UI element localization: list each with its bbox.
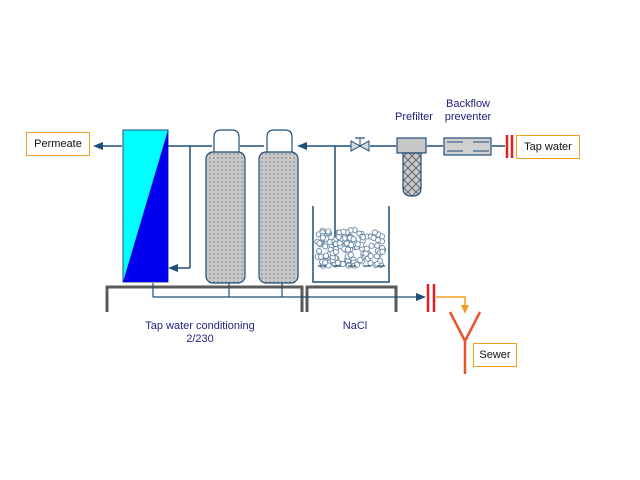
salt-pellet (315, 248, 323, 255)
salt-pellet (335, 234, 342, 241)
salt-pellet (374, 242, 381, 249)
sewer-drain-icon (448, 311, 482, 374)
salt-pellet (354, 241, 361, 248)
salt-pellet (339, 261, 347, 268)
sewer-flow (436, 296, 469, 314)
salt-pellet (362, 250, 369, 257)
flow-arrow-icon (93, 142, 103, 150)
salt-pellet (319, 234, 326, 241)
flow-arrow-icon (168, 264, 178, 272)
permeate-label-box: Permeate (26, 132, 90, 156)
salt-pellet (322, 243, 329, 250)
sewer-label: Sewer (479, 349, 511, 361)
backflow-label-line1: Backflow (445, 98, 491, 110)
sewer-label-box: Sewer (473, 343, 517, 367)
prefilter-label: Prefilter (395, 111, 433, 123)
valve-icon[interactable] (350, 137, 370, 152)
permeate-label: Permeate (34, 138, 82, 150)
permeate-pipe (93, 142, 122, 150)
salt-pellet (359, 234, 367, 241)
conditioning-stand (105, 285, 304, 312)
tap-water-label: Tap water (524, 141, 572, 153)
salt-pellet (344, 246, 352, 253)
salt-pellet (316, 240, 323, 247)
backflow-preventer[interactable] (443, 137, 492, 156)
salt-pellet (332, 248, 339, 255)
flow-arrow-icon (461, 305, 469, 314)
backflow-preventer-label: Backflow preventer (438, 98, 498, 124)
drain-pipe (152, 283, 426, 301)
salt-pellet (370, 234, 377, 241)
flow-arrow-icon (297, 142, 307, 150)
salt-pellet (340, 228, 347, 235)
nacl-label: NaCl (342, 320, 368, 332)
softener-vessel-1[interactable] (205, 129, 246, 284)
conditioning-label-line1: Tap water conditioning (145, 320, 255, 332)
prefilter[interactable] (396, 137, 427, 197)
inlet-coupling-icon (505, 135, 514, 158)
salt-pellet (326, 239, 333, 246)
brine-tank-stand (305, 285, 398, 312)
backflow-label-line2: preventer (444, 111, 492, 123)
salt-pellet (368, 242, 375, 249)
reverse-osmosis-module[interactable] (122, 129, 169, 283)
salt-pellet (322, 259, 329, 266)
salt-pellet (367, 252, 374, 260)
salt-pellet (371, 229, 378, 236)
conditioning-label: Tap water conditioning 2/230 (125, 320, 275, 346)
salt-pellet (325, 228, 332, 235)
salt-pellet (357, 256, 364, 264)
flow-arrow-icon (416, 293, 426, 301)
salt-pellet (363, 245, 370, 252)
tap-water-label-box: Tap water (516, 135, 580, 159)
salt-pellet (379, 248, 386, 255)
salt-pellets (314, 226, 387, 269)
salt-pellet (336, 240, 343, 247)
salt-pellet (334, 259, 341, 266)
softened-water-pipe (168, 146, 191, 272)
conditioning-label-line2: 2/230 (186, 333, 214, 345)
salt-pellet (350, 236, 357, 243)
salt-pellet (348, 241, 355, 249)
brine-tank[interactable] (312, 206, 390, 283)
salt-pellet (322, 252, 330, 259)
softener-vessel-2[interactable] (258, 129, 299, 284)
salt-pellet (347, 251, 354, 258)
drain-coupling-icon (426, 284, 436, 312)
